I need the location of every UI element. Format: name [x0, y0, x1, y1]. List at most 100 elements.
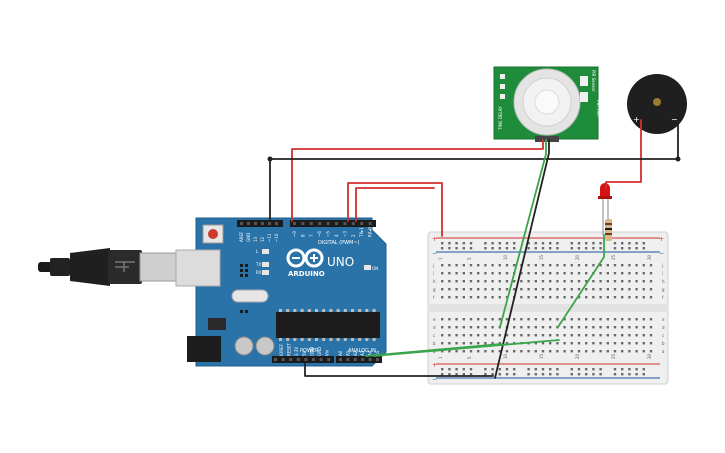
- row-letter: d: [433, 325, 436, 330]
- led: [598, 183, 612, 235]
- power-label: POWER: [300, 348, 319, 354]
- row-letter: i: [433, 271, 434, 276]
- row-letter: b: [662, 341, 665, 346]
- pir-right-text: Pwr Gnd: [596, 100, 601, 117]
- wires: [267, 119, 681, 379]
- wire-black-bottom: [304, 361, 494, 377]
- usb-cable: [38, 248, 179, 286]
- column-number: 10: [503, 254, 508, 260]
- pin-label: ~9: [292, 231, 297, 237]
- row-letter: f: [662, 295, 664, 300]
- row-letter: e: [662, 317, 665, 322]
- rail-minus-bottom: −: [432, 376, 437, 383]
- arduino-logo-icon: [286, 248, 324, 268]
- row-letter: g: [433, 287, 436, 292]
- column-number: 30: [647, 353, 652, 359]
- column-number: 20: [575, 254, 580, 260]
- wire-red-pin12: [291, 139, 544, 222]
- column-number: 25: [611, 353, 616, 359]
- row-letter: f: [433, 295, 435, 300]
- pin-label: 4: [334, 234, 339, 237]
- pin-label: A4: [368, 350, 373, 356]
- wire-green-a2: [373, 339, 560, 357]
- rail-minus-top: −: [432, 250, 437, 257]
- rail-minus-top-right: −: [659, 250, 664, 257]
- pin-label: GND: [317, 347, 322, 356]
- arduino-model: UNO: [327, 255, 354, 269]
- row-letter: a: [662, 349, 665, 354]
- pir-side-text: TIME DELAY: [498, 106, 503, 131]
- resistor: [605, 219, 612, 241]
- pir-sensor: TIME DELAY PIR Sensor Pwr Gnd: [493, 66, 601, 142]
- breadboard: [427, 231, 669, 385]
- pin-label: ~5: [326, 231, 331, 237]
- row-letter: h: [433, 279, 436, 284]
- pin-label: ~11: [267, 233, 272, 242]
- rail-plus-bottom: +: [432, 362, 437, 369]
- l-label: L: [256, 249, 259, 254]
- column-number: 5: [467, 356, 472, 359]
- arduino-board: [175, 217, 387, 367]
- pin-label: GND: [246, 233, 251, 242]
- pin-label: RX◂0: [368, 226, 373, 237]
- pir-left-text: PIR Sensor: [591, 70, 596, 92]
- pin-label: A3: [360, 350, 365, 356]
- piezo-buzzer: + −: [627, 74, 687, 134]
- pin-label: 12: [260, 236, 265, 242]
- column-number: 15: [539, 254, 544, 260]
- pin-label: A2: [353, 350, 358, 356]
- wire-green-pir: [499, 139, 547, 328]
- column-number: 30: [647, 254, 652, 260]
- row-letter: g: [662, 287, 665, 292]
- pin-label: 8: [300, 234, 305, 237]
- pin-label: 2: [351, 234, 356, 237]
- wire-black-gnd: [269, 158, 679, 222]
- pin-label: ~10: [274, 233, 279, 242]
- row-letter: c: [433, 333, 435, 338]
- analog-label: ANALOG IN: [348, 348, 376, 354]
- pin-label: 5V: [302, 350, 307, 356]
- pin-label: TX▸1: [359, 227, 364, 238]
- row-letter: b: [433, 341, 436, 346]
- junction-dot: [675, 156, 681, 162]
- pin-label: IOREF: [279, 343, 284, 356]
- pin-label: A1: [345, 350, 350, 356]
- tx-label: TX: [255, 262, 261, 267]
- wire-red-pin4: [347, 182, 443, 237]
- pin-label: A5: [375, 350, 380, 356]
- row-letter: c: [662, 333, 664, 338]
- rail-plus-top: +: [432, 236, 437, 243]
- wire-black-pir: [494, 139, 550, 379]
- arduino-brand: ARDUINO: [288, 270, 325, 278]
- wire-red-buzzer: [605, 119, 642, 189]
- digital-label: DIGITAL (PWM~): [318, 240, 360, 246]
- wire-green-led: [557, 234, 605, 328]
- pin-label: 7: [309, 234, 314, 237]
- column-number: 5: [467, 257, 472, 260]
- row-letter: i: [662, 271, 663, 276]
- buzzer-minus: −: [671, 115, 678, 124]
- column-number: 1: [438, 356, 443, 359]
- pin-label: A0: [338, 350, 343, 356]
- pin-label: 13: [253, 236, 258, 242]
- pin-label: Vin: [325, 349, 330, 356]
- column-number: 10: [503, 353, 508, 359]
- row-letter: e: [433, 317, 436, 322]
- row-letter: j: [661, 263, 663, 268]
- row-letter: h: [662, 279, 665, 284]
- wire-red-pin3: [355, 187, 435, 222]
- column-number: 1: [438, 257, 443, 260]
- pin-label: RESET: [287, 343, 292, 356]
- pin-label: 3.3V: [294, 347, 299, 356]
- pin-label: GND: [309, 347, 314, 356]
- junction-dot: [267, 156, 273, 162]
- rail-plus-top-right: +: [659, 236, 664, 243]
- row-letter: d: [662, 325, 665, 330]
